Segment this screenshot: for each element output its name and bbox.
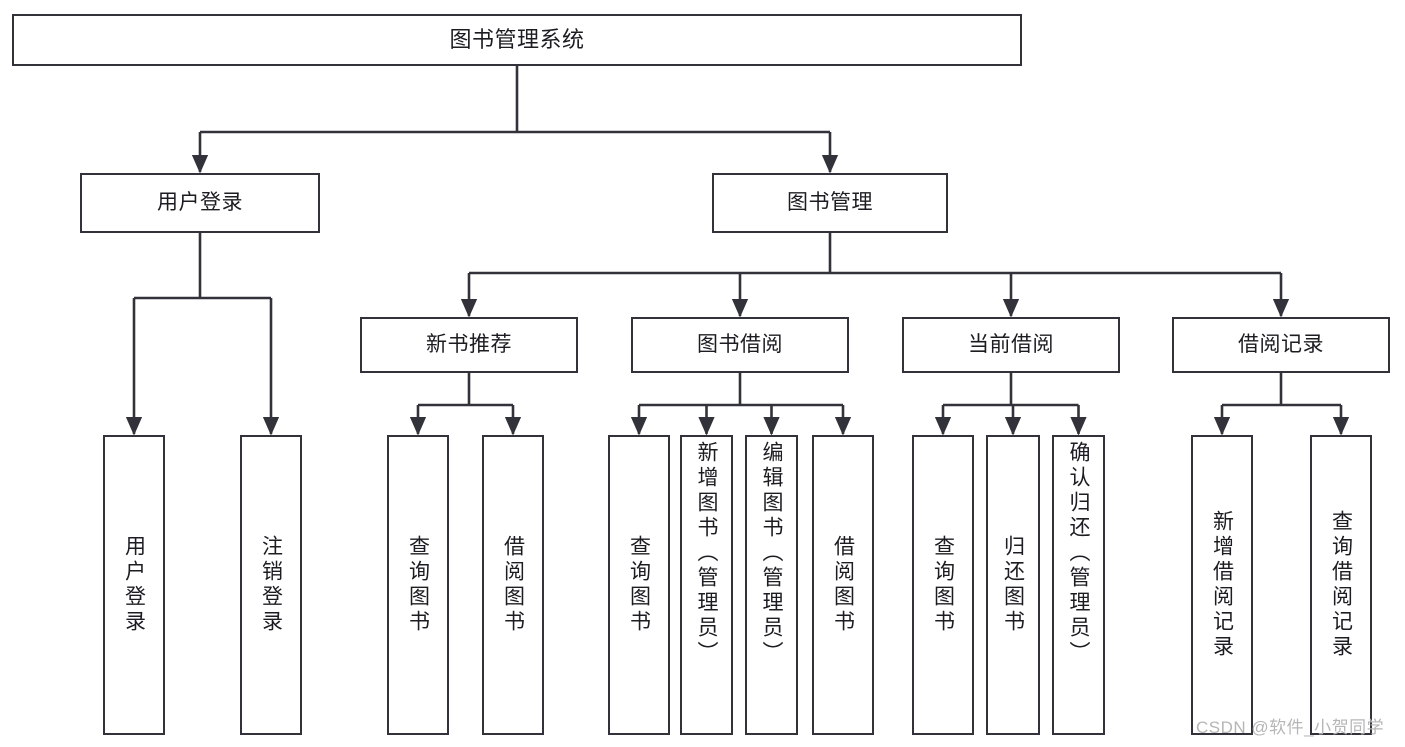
node-leaf-return-book[interactable]: 归还图书 — [986, 435, 1040, 735]
node-label-leaf-user-logout: 注销登录 — [259, 535, 283, 635]
node-borrow-record[interactable]: 借阅记录 — [1172, 317, 1390, 373]
node-label-leaf-user-login: 用户登录 — [122, 535, 146, 635]
node-label-leaf-query-book-3: 查询图书 — [931, 535, 955, 635]
node-label-leaf-borrow-book-1: 借阅图书 — [501, 535, 525, 635]
node-leaf-query-book-3[interactable]: 查询图书 — [912, 435, 974, 735]
node-label-leaf-query-book-1: 查询图书 — [406, 535, 430, 635]
csdn-watermark: CSDN @软件_小贺同学 — [1196, 718, 1385, 737]
node-leaf-add-book-admin[interactable]: 新增图书（管理员） — [680, 435, 733, 735]
node-leaf-borrow-book-2[interactable]: 借阅图书 — [812, 435, 874, 735]
node-label-leaf-query-book-2: 查询图书 — [627, 535, 651, 635]
node-label-leaf-confirm-return-admin: 确认归还（管理员） — [1067, 441, 1090, 666]
node-label-leaf-borrow-book-2: 借阅图书 — [831, 535, 855, 635]
node-label-borrow-record: 借阅记录 — [1238, 332, 1324, 356]
node-leaf-borrow-book-1[interactable]: 借阅图书 — [482, 435, 544, 735]
node-leaf-query-borrow-record[interactable]: 查询借阅记录 — [1310, 435, 1372, 735]
node-current-borrow[interactable]: 当前借阅 — [902, 317, 1120, 373]
node-label-leaf-add-book-admin: 新增图书（管理员） — [695, 441, 718, 666]
node-label-user-login: 用户登录 — [157, 190, 243, 214]
node-leaf-confirm-return-admin[interactable]: 确认归还（管理员） — [1052, 435, 1105, 735]
node-label-root: 图书管理系统 — [449, 27, 585, 53]
node-leaf-user-login[interactable]: 用户登录 — [103, 435, 165, 735]
node-label-new-book-rec: 新书推荐 — [426, 332, 512, 356]
node-label-leaf-query-borrow-record: 查询借阅记录 — [1329, 510, 1353, 660]
node-book-manage[interactable]: 图书管理 — [712, 173, 948, 233]
node-leaf-add-borrow-record[interactable]: 新增借阅记录 — [1191, 435, 1253, 735]
node-user-login[interactable]: 用户登录 — [80, 173, 320, 233]
node-label-book-borrow: 图书借阅 — [697, 332, 783, 356]
node-leaf-user-logout[interactable]: 注销登录 — [240, 435, 302, 735]
node-leaf-query-book-1[interactable]: 查询图书 — [387, 435, 449, 735]
node-label-book-manage: 图书管理 — [787, 190, 873, 214]
node-label-current-borrow: 当前借阅 — [968, 332, 1054, 356]
node-label-leaf-edit-book-admin: 编辑图书（管理员） — [760, 441, 783, 666]
node-leaf-query-book-2[interactable]: 查询图书 — [608, 435, 670, 735]
node-book-borrow[interactable]: 图书借阅 — [631, 317, 849, 373]
node-label-leaf-return-book: 归还图书 — [1001, 535, 1025, 635]
node-label-leaf-add-borrow-record: 新增借阅记录 — [1210, 510, 1234, 660]
node-leaf-edit-book-admin[interactable]: 编辑图书（管理员） — [745, 435, 798, 735]
node-root[interactable]: 图书管理系统 — [12, 14, 1022, 66]
node-new-book-rec[interactable]: 新书推荐 — [360, 317, 578, 373]
